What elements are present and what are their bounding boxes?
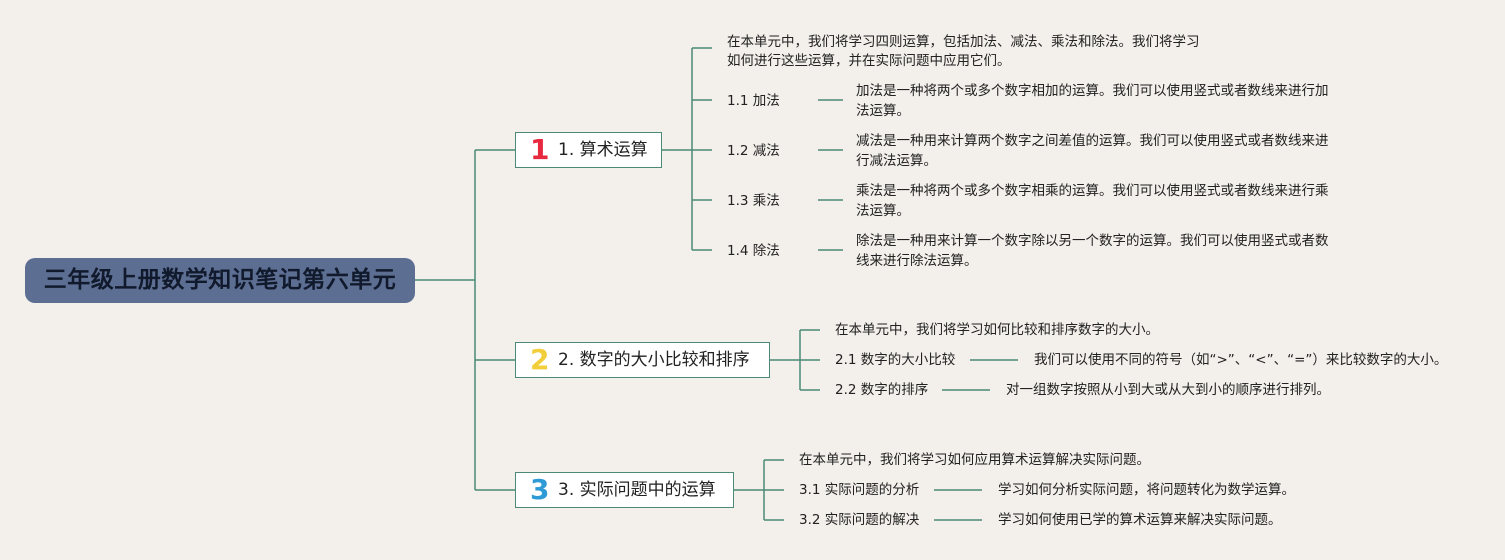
b1-item-label-subtraction[interactable]: 1.2 减法 [727, 143, 780, 159]
branch-label: 3. 实际问题中的运算 [558, 480, 716, 500]
b3-item-desc-analysis: 学习如何分析实际问题，将问题转化为数学运算。 [998, 482, 1295, 498]
b1-item-label-addition[interactable]: 1.1 加法 [727, 93, 780, 109]
b3-item-label-analysis[interactable]: 3.1 实际问题的分析 [799, 482, 920, 498]
b1-intro-line2: 如何进行这些运算，并在实际问题中应用它们。 [727, 53, 1011, 69]
b2-item-desc-sort: 对一组数字按照从小到大或从大到小的顺序进行排列。 [1006, 382, 1330, 398]
b1-item-desc-division-line1: 除法是一种用来计算一个数字除以另一个数字的运算。我们可以使用竖式或者数 [856, 233, 1329, 249]
b3-item-desc-solving: 学习如何使用已学的算术运算来解决实际问题。 [998, 512, 1282, 528]
branch-label: 2. 数字的大小比较和排序 [558, 350, 750, 370]
b1-item-label-multiplication[interactable]: 1.3 乘法 [727, 193, 780, 209]
b1-item-desc-multiplication-line1: 乘法是一种将两个或多个数字相乘的运算。我们可以使用竖式或者数线来进行乘 [856, 183, 1329, 199]
b2-item-desc-compare: 我们可以使用不同的符号（如“>”、“<”、“=”）来比较数字的大小。 [1034, 352, 1448, 368]
b3-intro: 在本单元中，我们将学习如何应用算术运算解决实际问题。 [799, 452, 1150, 468]
root-node-title[interactable]: 三年级上册数学知识笔记第六单元 [25, 258, 415, 303]
b2-item-label-compare[interactable]: 2.1 数字的大小比较 [835, 352, 956, 368]
branch-node-arithmetic[interactable]: 1 1. 算术运算 [515, 132, 662, 168]
branch-node-comparison[interactable]: 2 2. 数字的大小比较和排序 [515, 342, 770, 378]
number-badge-2: 2 [530, 343, 550, 376]
b1-item-desc-division-line2: 线来进行除法运算。 [856, 253, 978, 269]
branch-node-word-problems[interactable]: 3 3. 实际问题中的运算 [515, 472, 734, 508]
number-badge-1: 1 [530, 133, 550, 166]
branch-label: 1. 算术运算 [558, 140, 648, 160]
b1-item-desc-subtraction-line1: 减法是一种用来计算两个数字之间差值的运算。我们可以使用竖式或者数线来进 [856, 133, 1329, 149]
b1-item-desc-addition-line2: 法运算。 [856, 103, 910, 119]
b1-item-desc-subtraction-line2: 行减法运算。 [856, 153, 937, 169]
number-badge-3: 3 [530, 473, 550, 506]
b2-item-label-sort[interactable]: 2.2 数字的排序 [835, 382, 929, 398]
b3-item-label-solving[interactable]: 3.2 实际问题的解决 [799, 512, 920, 528]
b2-intro: 在本单元中，我们将学习如何比较和排序数字的大小。 [835, 322, 1159, 338]
b1-item-desc-addition-line1: 加法是一种将两个或多个数字相加的运算。我们可以使用竖式或者数线来进行加 [856, 83, 1329, 99]
b1-intro-line1: 在本单元中，我们将学习四则运算，包括加法、减法、乘法和除法。我们将学习 [727, 34, 1200, 50]
b1-item-desc-multiplication-line2: 法运算。 [856, 203, 910, 219]
b1-item-label-division[interactable]: 1.4 除法 [727, 243, 780, 259]
